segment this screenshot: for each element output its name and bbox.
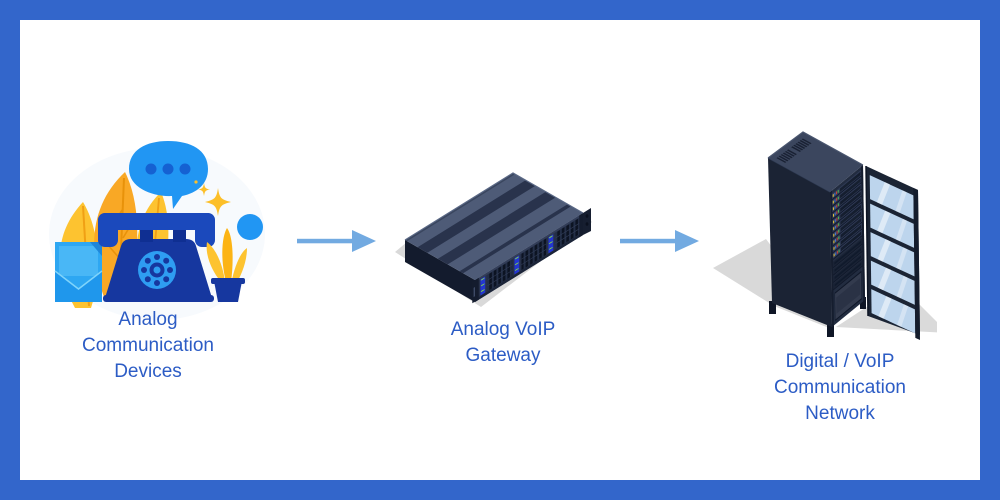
label-digital-voip-network: Digital / VoIP Communication Network <box>720 349 960 427</box>
right-arrow-icon <box>620 230 699 252</box>
rotary-phone-icon <box>98 213 215 302</box>
label-line: Gateway <box>465 345 541 366</box>
analog-phone-illustration-icon <box>49 141 265 320</box>
glass-door-icon <box>865 165 920 341</box>
server-rack-illustration-icon <box>713 131 937 341</box>
sparkle-icon <box>194 180 231 216</box>
right-arrow-icon <box>297 230 376 252</box>
label-line: Analog <box>118 309 178 330</box>
label-line: Communication <box>82 335 214 356</box>
envelope-icon <box>54 242 103 302</box>
label-line: Devices <box>114 361 182 382</box>
node-analog-voip-gateway <box>393 172 613 312</box>
voip-gateway-illustration-icon <box>395 172 592 307</box>
label-line: Digital / VoIP <box>785 351 895 372</box>
blue-dot-icon <box>237 214 263 240</box>
label-line: Communication <box>774 377 906 398</box>
label-line: Analog VoIP <box>450 319 556 340</box>
label-line: Network <box>805 403 875 424</box>
potted-plant-icon <box>206 228 247 302</box>
connector-arrow-1 <box>297 229 377 253</box>
node-analog-devices <box>45 140 265 320</box>
connector-arrow-2 <box>620 229 700 253</box>
node-digital-voip-network <box>712 127 937 342</box>
speech-bubble-icon <box>129 141 208 209</box>
label-analog-voip-gateway: Analog VoIP Gateway <box>403 317 603 369</box>
label-analog-devices: Analog Communication Devices <box>38 307 258 385</box>
